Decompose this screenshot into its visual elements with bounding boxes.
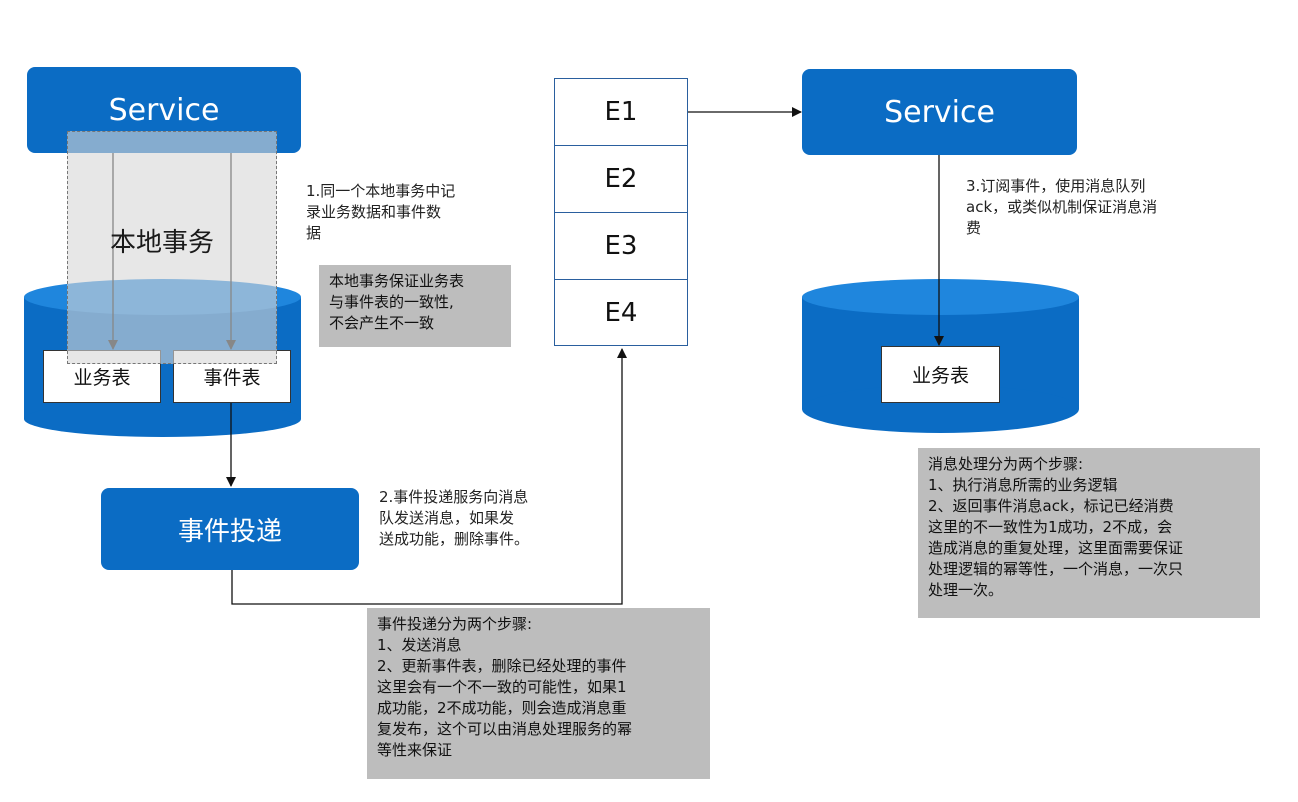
callout-line: 1、发送消息 xyxy=(377,636,462,654)
note-line: 录业务数据和事件数 xyxy=(306,203,442,221)
step1-note: 1.同一个本地事务中记 录业务数据和事件数 据 xyxy=(306,181,455,244)
right-business-table-label: 业务表 xyxy=(911,365,969,387)
callout-line: 不会产生不一致 xyxy=(329,314,435,332)
note-line: 2.事件投递服务向消息 xyxy=(379,488,529,506)
queue-item-label: E4 xyxy=(604,298,638,328)
note-line: 送成功能，删除事件。 xyxy=(379,530,530,548)
left-business-table-label: 业务表 xyxy=(73,367,131,389)
callout-line: 这里的不一致性为1成功，2不成，会 xyxy=(928,518,1173,536)
callout-line: 处理逻辑的幂等性，一个消息，一次只 xyxy=(928,560,1184,578)
local-transaction-label: 本地事务 xyxy=(110,228,215,258)
queue-item: E4 xyxy=(555,280,687,346)
callout-line: 复发布，这个可以由消息处理服务的幂 xyxy=(377,720,633,738)
callout-line: 2、返回事件消息ack，标记已经消费 xyxy=(928,497,1174,515)
left-service-label: Service xyxy=(108,92,220,128)
note-line: 1.同一个本地事务中记 xyxy=(306,182,456,200)
step3-note: 3.订阅事件，使用消息队列 ack，或类似机制保证消息消 费 xyxy=(966,176,1157,239)
callout-line: 2、更新事件表，删除已经处理的事件 xyxy=(377,657,627,675)
right-service-box: Service xyxy=(802,69,1077,155)
processing-steps-callout: 消息处理分为两个步骤: 1、执行消息所需的业务逻辑 2、返回事件消息ack，标记… xyxy=(918,448,1260,618)
event-delivery-label: 事件投递 xyxy=(177,516,282,547)
queue-item-label: E2 xyxy=(604,164,638,194)
event-queue: E1 E2 E3 E4 xyxy=(554,78,688,346)
note-line: 据 xyxy=(306,224,322,242)
right-database xyxy=(802,279,1079,433)
delivery-steps-callout: 事件投递分为两个步骤: 1、发送消息 2、更新事件表，删除已经处理的事件 这里会… xyxy=(367,608,710,779)
local-transaction-overlay xyxy=(67,131,277,364)
right-business-table: 业务表 xyxy=(881,346,1000,403)
callout-line: 造成消息的重复处理，这里面需要保证 xyxy=(928,539,1184,557)
left-event-table-label: 事件表 xyxy=(203,367,261,389)
callout-line: 与事件表的一致性, xyxy=(329,293,454,311)
callout-line: 这里会有一个不一致的可能性，如果1 xyxy=(377,678,627,696)
step2-note: 2.事件投递服务向消息 队发送消息，如果发 送成功能，删除事件。 xyxy=(379,487,529,550)
queue-item-label: E3 xyxy=(604,231,638,261)
callout-line: 事件投递分为两个步骤: xyxy=(377,615,533,633)
note-line: 队发送消息，如果发 xyxy=(379,509,515,527)
right-service-label: Service xyxy=(884,94,995,130)
callout-line: 处理一次。 xyxy=(928,581,1004,599)
callout-line: 1、执行消息所需的业务逻辑 xyxy=(928,476,1118,494)
event-delivery-box: 事件投递 xyxy=(101,488,359,570)
queue-item: E1 xyxy=(555,79,687,146)
consistency-callout: 本地事务保证业务表 与事件表的一致性, 不会产生不一致 xyxy=(319,265,511,347)
arrow-delivery-to-queue xyxy=(231,348,627,605)
note-line: 费 xyxy=(966,219,982,237)
note-line: 3.订阅事件，使用消息队列 xyxy=(966,177,1146,195)
queue-item: E3 xyxy=(555,213,687,280)
note-line: ack，或类似机制保证消息消 xyxy=(966,198,1158,216)
callout-line: 等性来保证 xyxy=(377,741,453,759)
callout-line: 本地事务保证业务表 xyxy=(329,272,465,290)
queue-item: E2 xyxy=(555,146,687,213)
callout-line: 成功能，2不成功能，则会造成消息重 xyxy=(377,699,627,717)
queue-item-label: E1 xyxy=(604,97,638,127)
callout-line: 消息处理分为两个步骤: xyxy=(928,455,1084,473)
